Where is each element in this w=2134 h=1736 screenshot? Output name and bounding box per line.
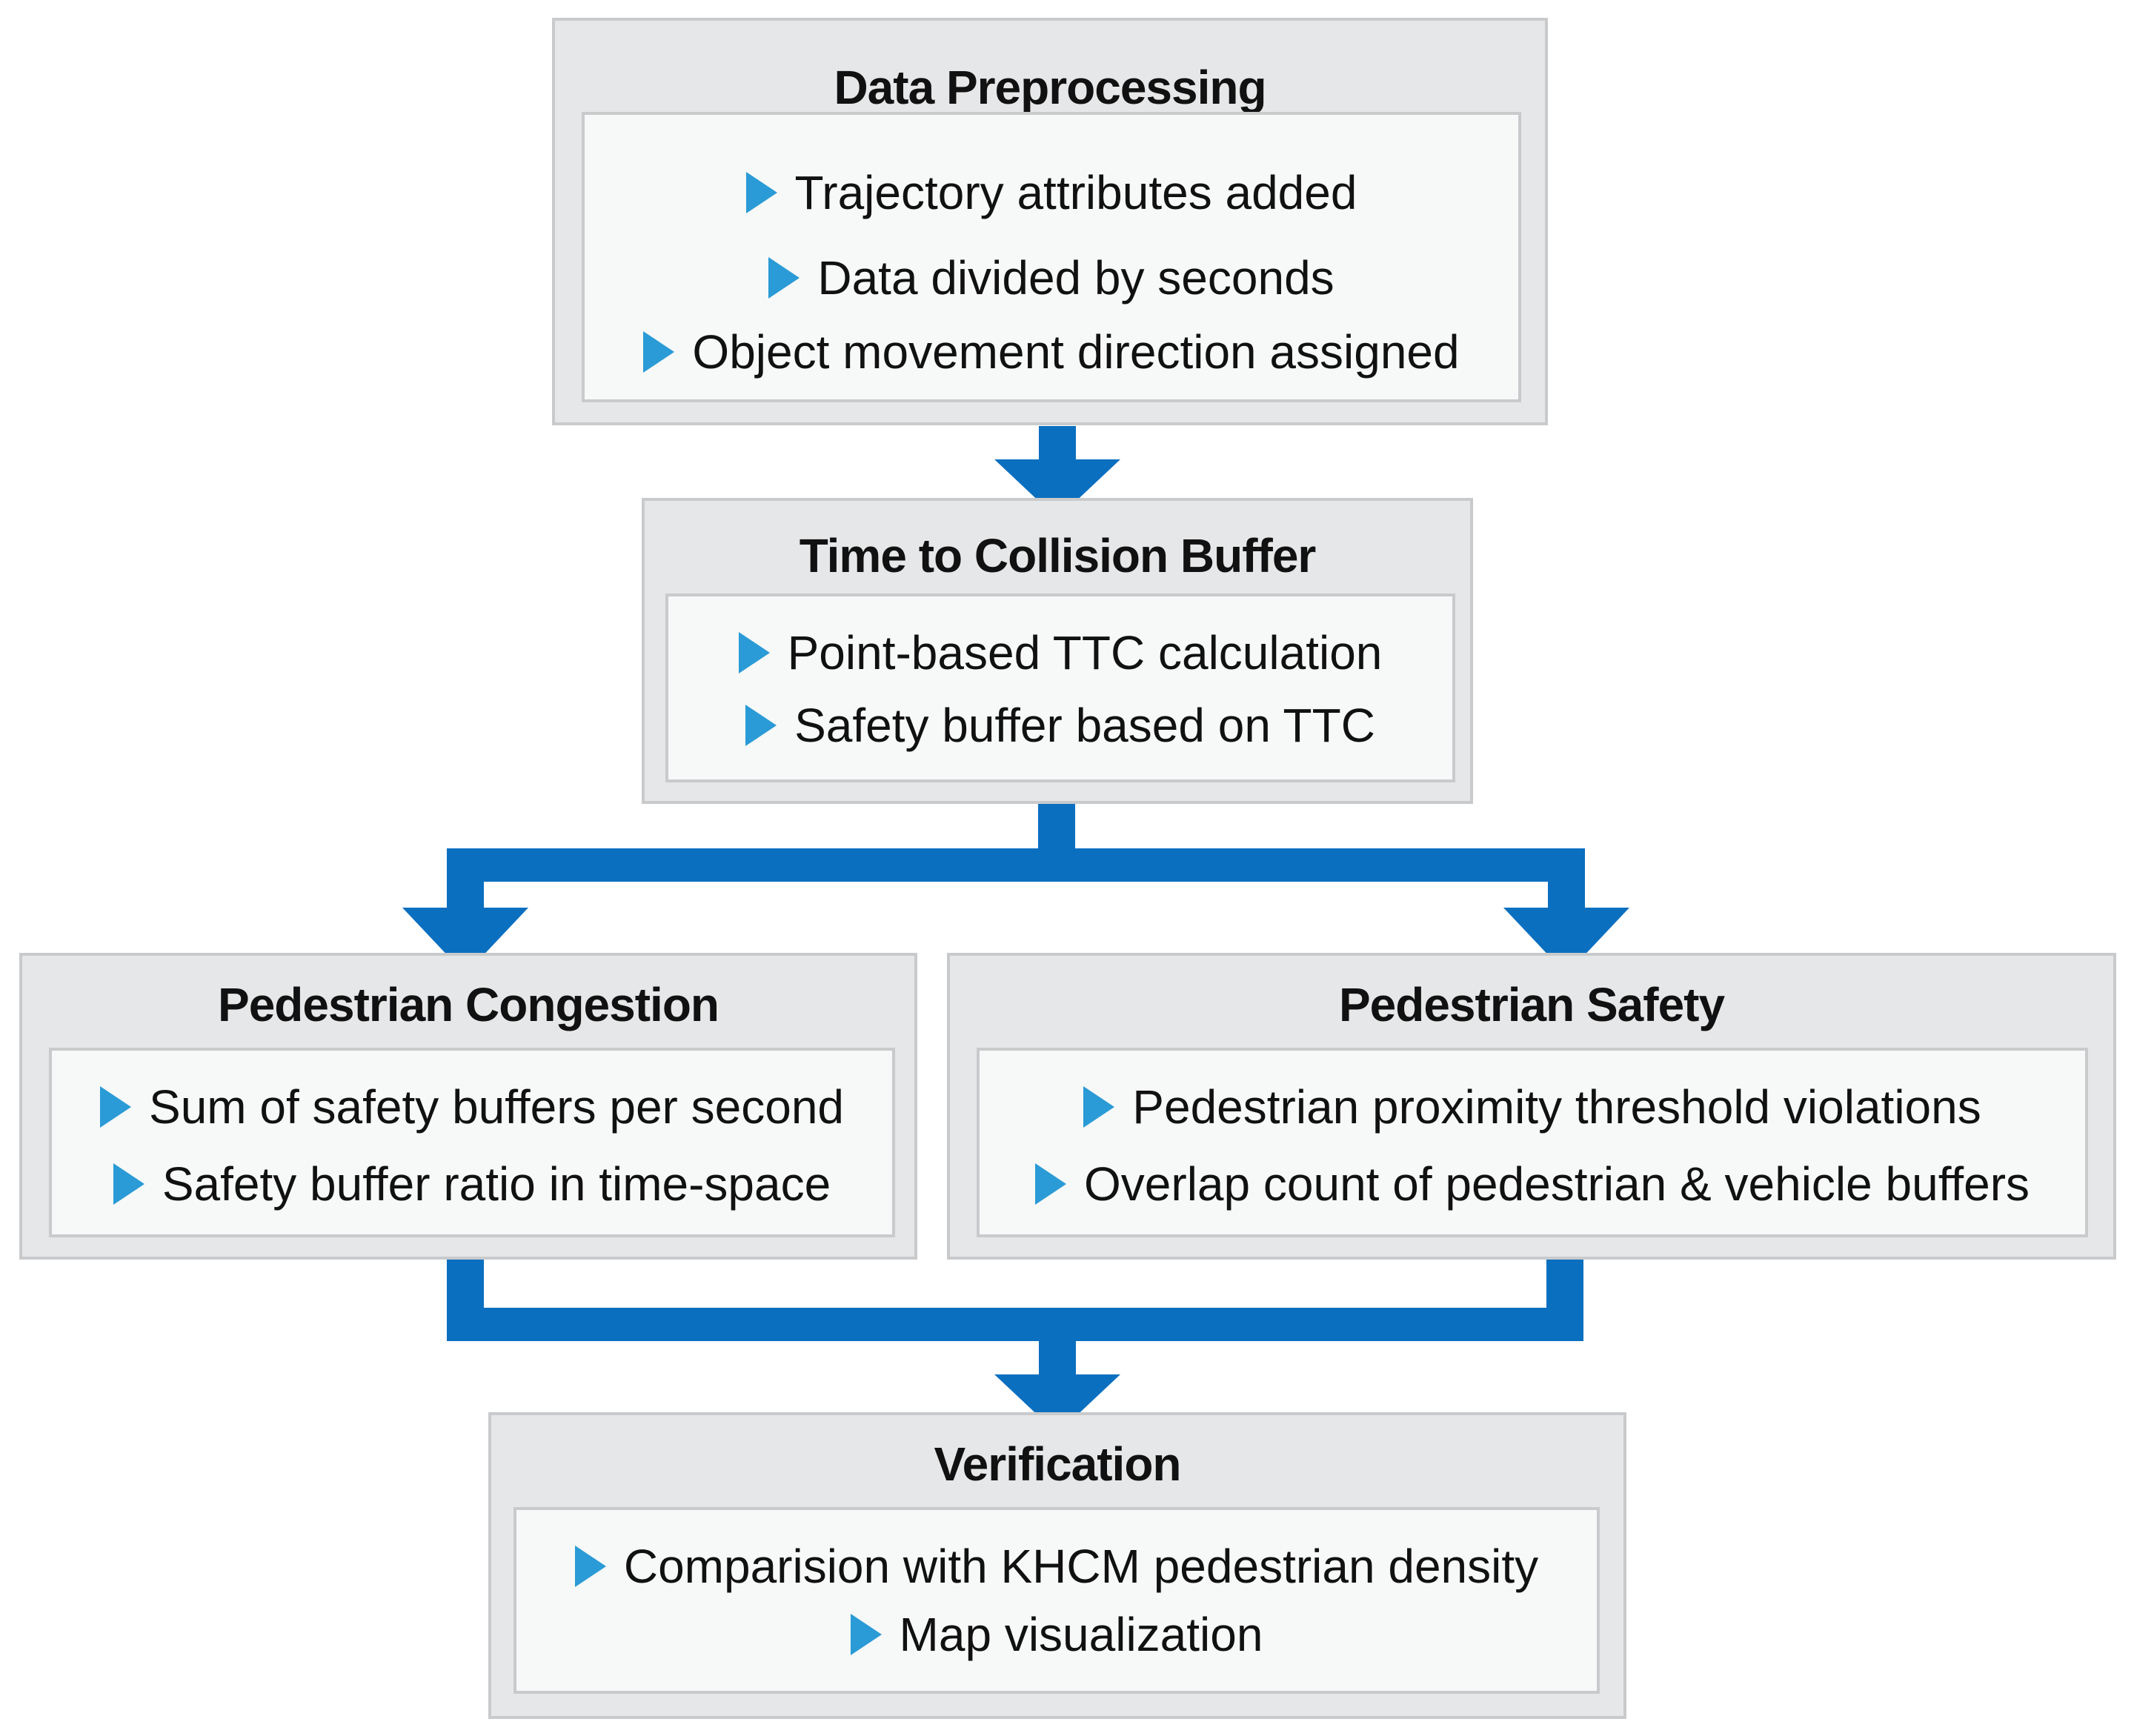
stage-items-box: Pedestrian proximity threshold violation… [977,1048,2088,1237]
stage-title: Verification [934,1437,1182,1491]
stage-title: Pedestrian Congestion [218,978,719,1031]
stage-ttc-buffer: Time to Collision Buffer Point-based TTC… [642,498,1473,804]
arrow-down-icon [402,908,528,974]
item-label: Trajectory attributes added [794,166,1357,219]
list-item: Pedestrian proximity threshold violation… [980,1077,2085,1137]
stage-pedestrian-congestion: Pedestrian Congestion Sum of safety buff… [19,953,917,1260]
item-label: Sum of safety buffers per second [149,1080,844,1134]
list-item: Map visualization [516,1605,1597,1664]
list-item: Data divided by seconds [585,248,1518,307]
arrow-down-icon [994,426,1120,519]
list-item: Overlap count of pedestrian & vehicle bu… [980,1154,2085,1214]
merge-connector [447,1260,1583,1378]
stage-items-box: Comparision with KHCM pedestrian density… [513,1507,1600,1694]
item-label: Data divided by seconds [817,251,1334,305]
stage-title: Data Preprocessing [834,61,1266,114]
branch-connector [447,804,1585,908]
triangle-right-icon [768,257,800,299]
stage-items-box: Trajectory attributes added Data divided… [582,112,1521,402]
list-item: Safety buffer based on TTC [668,696,1452,755]
stage-verification: Verification Comparision with KHCM pedes… [488,1412,1626,1719]
item-label: Comparision with KHCM pedestrian density [623,1540,1539,1593]
triangle-right-icon [745,172,777,213]
triangle-right-icon [1035,1163,1066,1205]
list-item: Comparision with KHCM pedestrian density [516,1537,1597,1596]
triangle-right-icon [738,632,770,674]
arrow-down-icon [994,1374,1120,1434]
triangle-right-icon [1083,1086,1115,1128]
stage-title: Time to Collision Buffer [799,529,1317,582]
stage-items-box: Point-based TTC calculation Safety buffe… [665,593,1455,782]
item-label: Safety buffer ratio in time-space [162,1157,831,1211]
list-item: Point-based TTC calculation [668,623,1452,682]
list-item: Sum of safety buffers per second [52,1077,892,1137]
triangle-right-icon [850,1614,882,1655]
arrow-down-icon [1503,908,1629,974]
item-label: Safety buffer based on TTC [794,699,1375,752]
triangle-right-icon [745,705,777,746]
triangle-right-icon [100,1086,131,1128]
stage-pedestrian-safety: Pedestrian Safety Pedestrian proximity t… [947,953,2116,1260]
item-label: Object movement direction assigned [692,325,1460,379]
triangle-right-icon [574,1546,606,1587]
list-item: Safety buffer ratio in time-space [52,1154,892,1214]
list-item: Object movement direction assigned [585,322,1518,382]
item-label: Point-based TTC calculation [787,626,1383,679]
triangle-right-icon [643,331,675,373]
item-label: Overlap count of pedestrian & vehicle bu… [1084,1157,2030,1211]
item-label: Pedestrian proximity threshold violation… [1132,1080,1981,1134]
stage-items-box: Sum of safety buffers per second Safety … [49,1048,895,1237]
list-item: Trajectory attributes added [585,163,1518,222]
triangle-right-icon [113,1163,144,1205]
stage-title: Pedestrian Safety [1338,978,1725,1031]
item-label: Map visualization [899,1608,1263,1661]
stage-data-preprocessing: Data Preprocessing Trajectory attributes… [552,18,1548,425]
